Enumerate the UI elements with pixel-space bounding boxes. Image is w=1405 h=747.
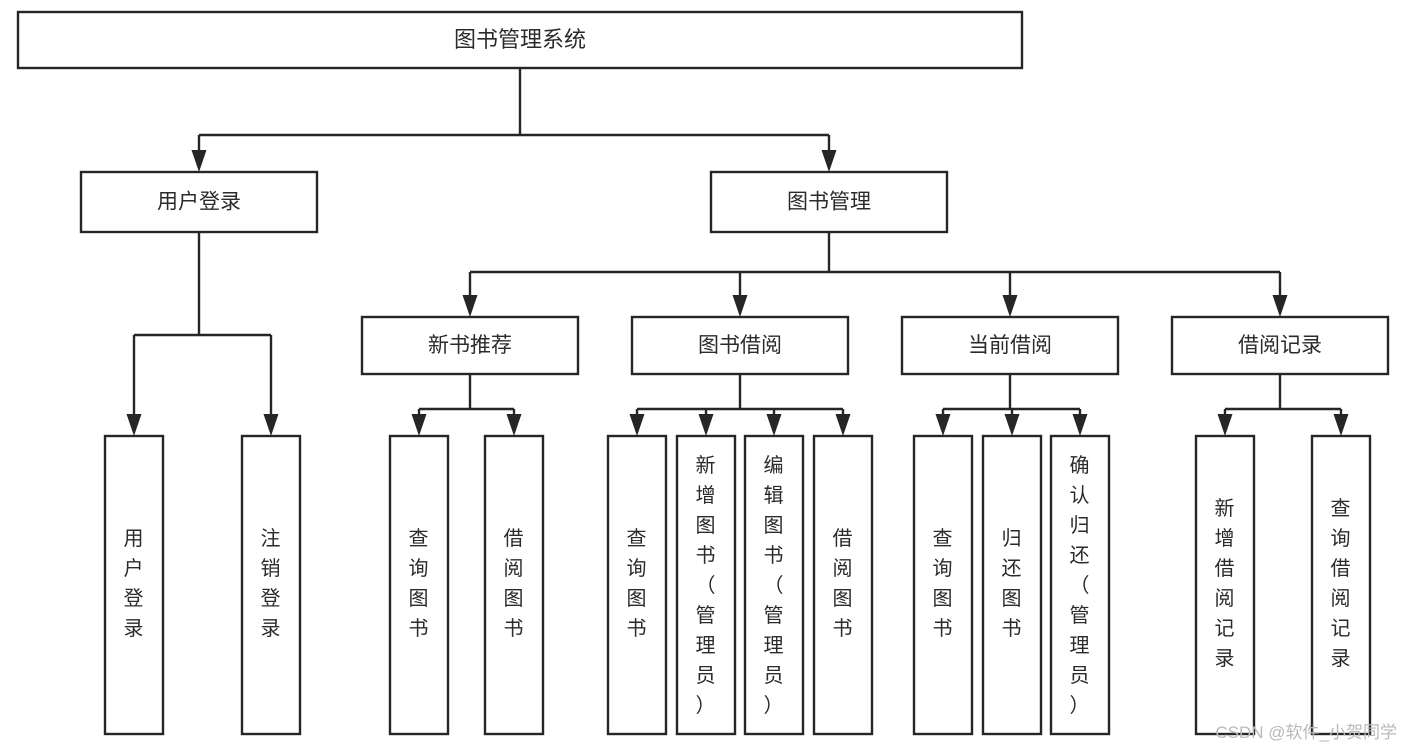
node-leaf-query-book-borrow[interactable]: 查询图书	[606, 434, 668, 736]
arrow-head-icon	[1217, 414, 1233, 436]
arrow-head-icon	[1333, 414, 1349, 436]
node-leaf-logout-login[interactable]: 注销登录	[240, 434, 302, 736]
node-new-book-recommend[interactable]: 新书推荐	[360, 315, 580, 376]
node-user-login[interactable]: 用户登录	[79, 170, 319, 234]
connector-edge-record-group	[1217, 374, 1349, 436]
node-layer: 图书管理系统用户登录图书管理新书推荐图书借阅当前借阅借阅记录用户登录注销登录查询…	[16, 10, 1390, 736]
node-leaf-add-borrow-record[interactable]: 新增借阅记录	[1194, 434, 1256, 736]
connector-edge-current-group	[935, 374, 1088, 436]
node-label: 编辑图书（管理员）	[764, 454, 785, 717]
connector-edge-root-group	[191, 68, 837, 172]
node-label: 查询图书	[933, 527, 954, 640]
node-label: 用户登录	[157, 191, 241, 214]
arrow-head-icon	[1072, 414, 1088, 436]
node-label: 确认归还（管理员）	[1070, 454, 1091, 717]
node-box[interactable]	[743, 434, 805, 736]
connector-edge-userlogin-group	[126, 232, 279, 436]
node-leaf-edit-book-admin[interactable]: 编辑图书（管理员）	[743, 434, 805, 736]
node-box[interactable]	[981, 434, 1043, 736]
arrow-head-icon	[732, 295, 748, 317]
node-label: 查询图书	[409, 527, 430, 640]
connector-edge-borrow-group	[629, 374, 851, 436]
node-label: 借阅图书	[504, 527, 525, 640]
node-label: 用户登录	[124, 528, 145, 640]
node-box[interactable]	[675, 434, 737, 736]
node-box[interactable]	[360, 315, 580, 376]
node-label: 新增借阅记录	[1215, 497, 1236, 670]
arrow-head-icon	[126, 414, 142, 436]
node-box[interactable]	[1194, 434, 1256, 736]
node-leaf-borrow-book[interactable]: 借阅图书	[812, 434, 874, 736]
arrow-head-icon	[1272, 295, 1288, 317]
node-label: 注销登录	[261, 527, 282, 640]
arrow-head-icon	[191, 150, 207, 172]
arrow-head-icon	[411, 414, 427, 436]
arrow-head-icon	[506, 414, 522, 436]
node-box[interactable]	[812, 434, 874, 736]
node-label: 新增图书（管理员）	[696, 454, 717, 717]
arrow-head-icon	[1002, 295, 1018, 317]
arrow-head-icon	[698, 414, 714, 436]
arrow-head-icon	[1004, 414, 1020, 436]
node-book-borrow[interactable]: 图书借阅	[630, 315, 850, 376]
arrow-head-icon	[935, 414, 951, 436]
node-label: 当前借阅	[968, 334, 1052, 357]
node-box[interactable]	[16, 10, 1024, 70]
connector-edge-bookmanage-group	[462, 232, 1288, 317]
node-leaf-user-login[interactable]: 用户登录	[103, 434, 165, 736]
node-borrow-record[interactable]: 借阅记录	[1170, 315, 1390, 376]
node-box[interactable]	[79, 170, 319, 234]
node-label: 查询借阅记录	[1331, 497, 1352, 670]
arrow-head-icon	[462, 295, 478, 317]
node-box[interactable]	[900, 315, 1120, 376]
node-leaf-add-book-admin[interactable]: 新增图书（管理员）	[675, 434, 737, 736]
arrow-head-icon	[835, 414, 851, 436]
node-box[interactable]	[483, 434, 545, 736]
node-box[interactable]	[912, 434, 974, 736]
node-leaf-query-book-recommend[interactable]: 查询图书	[388, 434, 450, 736]
arrow-head-icon	[263, 414, 279, 436]
node-label: 查询图书	[627, 527, 648, 640]
arrow-head-icon	[821, 150, 837, 172]
node-box[interactable]	[1310, 434, 1372, 736]
node-label: 归还图书	[1002, 527, 1023, 640]
node-current-borrow[interactable]: 当前借阅	[900, 315, 1120, 376]
node-box[interactable]	[630, 315, 850, 376]
arrow-head-icon	[766, 414, 782, 436]
connector-edge-recommend-group	[411, 374, 522, 436]
node-label: 借阅记录	[1238, 334, 1322, 357]
node-label: 新书推荐	[428, 334, 512, 357]
node-label: 图书管理系统	[454, 27, 586, 52]
node-leaf-confirm-return-admin[interactable]: 确认归还（管理员）	[1049, 434, 1111, 736]
node-leaf-query-borrow-record[interactable]: 查询借阅记录	[1310, 434, 1372, 736]
node-label: 图书管理	[787, 191, 871, 214]
node-box[interactable]	[388, 434, 450, 736]
node-box[interactable]	[1049, 434, 1111, 736]
node-label: 图书借阅	[698, 334, 782, 357]
node-root[interactable]: 图书管理系统	[16, 10, 1024, 70]
node-label: 借阅图书	[833, 527, 854, 640]
node-book-manage[interactable]: 图书管理	[709, 170, 949, 234]
node-box[interactable]	[1170, 315, 1390, 376]
arrow-head-icon	[629, 414, 645, 436]
node-leaf-return-book[interactable]: 归还图书	[981, 434, 1043, 736]
node-box[interactable]	[709, 170, 949, 234]
node-box[interactable]	[606, 434, 668, 736]
node-box[interactable]	[103, 434, 165, 736]
node-leaf-query-book-current[interactable]: 查询图书	[912, 434, 974, 736]
node-box[interactable]	[240, 434, 302, 736]
connector-layer	[126, 68, 1349, 436]
node-leaf-borrow-book-recommend[interactable]: 借阅图书	[483, 434, 545, 736]
